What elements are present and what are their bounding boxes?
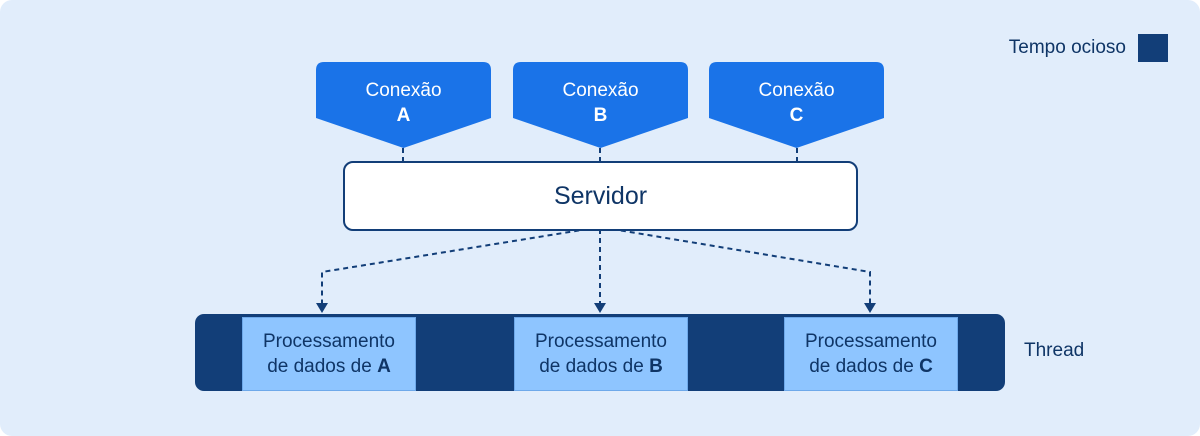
processing-a-line1: Processamento — [262, 331, 395, 352]
dispatch-line-c — [611, 228, 871, 304]
connection-c-shape — [709, 62, 884, 148]
processing-c-letter: C — [919, 356, 933, 377]
processing-b-line1: Processamento — [534, 331, 667, 352]
connection-c: Conexão C — [709, 62, 884, 148]
processing-a: Processamento de dados de A — [242, 317, 416, 391]
legend: Tempo ocioso — [1009, 34, 1168, 62]
connection-a-letter: A — [396, 105, 411, 126]
arrow-head-a — [316, 303, 328, 313]
server-label: Servidor — [553, 181, 648, 210]
arrow-head-b — [594, 303, 606, 313]
processing-b-line2: de dados de — [539, 356, 650, 377]
connection-a: Conexão A — [316, 62, 491, 148]
connection-b: Conexão B — [513, 62, 688, 148]
arrow-head-c — [864, 303, 876, 313]
connection-b-shape — [513, 62, 688, 148]
processing-a-line2: de dados de — [267, 356, 378, 377]
processing-c-line1: Processamento — [804, 331, 937, 352]
connection-c-letter: C — [789, 105, 804, 126]
processing-c: Processamento de dados de C — [784, 317, 958, 391]
dispatch-line-a — [321, 228, 589, 304]
server-box: Servidor — [343, 161, 858, 231]
legend-swatch-idle-time — [1138, 34, 1168, 62]
connection-b-label: Conexão — [562, 80, 639, 101]
thread-label: Thread — [1024, 340, 1085, 361]
connection-a-shape — [316, 62, 491, 148]
processing-a-letter: A — [377, 356, 391, 377]
processing-b: Processamento de dados de B — [514, 317, 688, 391]
connection-a-label: Conexão — [365, 80, 442, 101]
legend-label: Tempo ocioso — [1008, 37, 1126, 58]
connection-b-letter: B — [593, 105, 608, 126]
processing-c-line2: de dados de — [809, 356, 920, 377]
connection-c-label: Conexão — [758, 80, 835, 101]
processing-b-letter: B — [649, 356, 663, 377]
